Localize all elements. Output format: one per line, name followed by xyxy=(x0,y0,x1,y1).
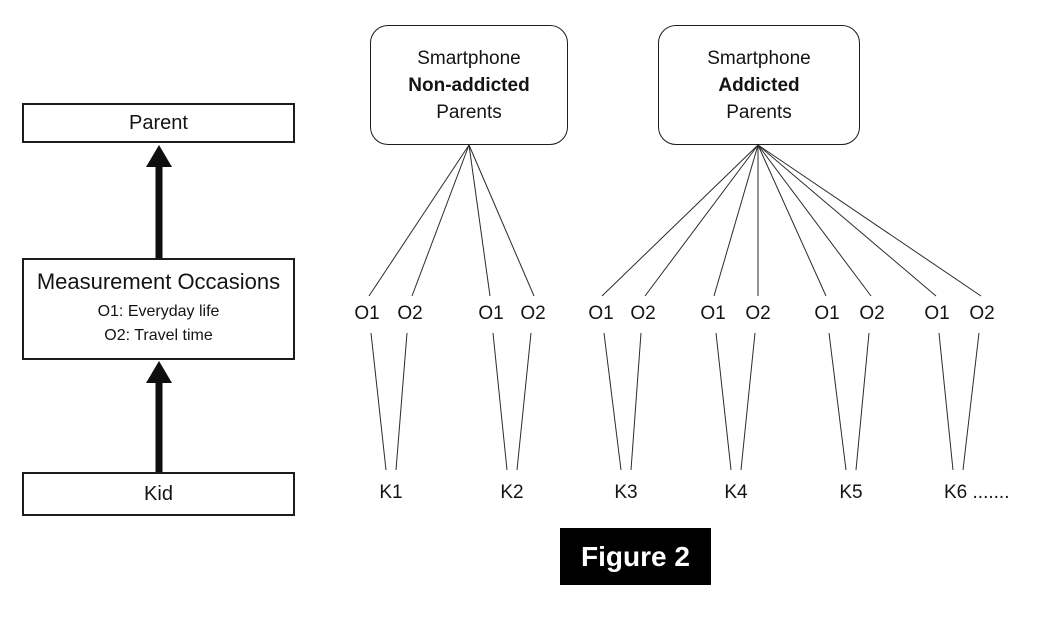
measurement-line-o1: O1: Everyday life xyxy=(97,303,220,320)
occasion-label-2: O2 xyxy=(397,303,423,324)
kid-box: Kid xyxy=(22,472,295,516)
kid-label-k1: K1 xyxy=(379,482,403,503)
arrow-measurement-to-parent xyxy=(146,145,172,259)
occasion-label-3: O1 xyxy=(478,303,504,324)
group-nonaddicted-line3: Parents xyxy=(436,101,502,123)
occasion-label-4: O2 xyxy=(520,303,546,324)
occasion-label-7: O1 xyxy=(700,303,726,324)
group-box-addicted: Smartphone Addicted Parents xyxy=(658,25,860,145)
figure-caption: Figure 2 xyxy=(560,528,711,585)
group-nonaddicted-line1: Smartphone xyxy=(417,47,521,69)
arrow-kid-to-measurement xyxy=(146,361,172,473)
group-addicted-line1: Smartphone xyxy=(707,47,811,69)
occasion-label-5: O1 xyxy=(588,303,614,324)
kid-label: Kid xyxy=(144,482,173,505)
figure-caption-text: Figure 2 xyxy=(581,540,690,572)
group-nonaddicted-line2: Non-addicted xyxy=(408,74,530,96)
group-addicted-line2: Addicted xyxy=(718,74,800,96)
fan-nonaddicted-lines xyxy=(368,144,535,297)
occasion-label-6: O2 xyxy=(630,303,656,324)
kid-label-k4: K4 xyxy=(724,482,748,503)
occasion-label-11: O1 xyxy=(924,303,950,324)
measurement-title: Measurement Occasions xyxy=(36,269,281,294)
group-box-nonaddicted: Smartphone Non-addicted Parents xyxy=(370,25,568,145)
kid-label-k2: K2 xyxy=(500,482,524,503)
kid-label-k5: K5 xyxy=(839,482,863,503)
measurement-occasions-box: Measurement Occasions O1: Everyday life … xyxy=(22,258,295,360)
parent-label: Parent xyxy=(129,111,188,134)
measurement-line-o2: O2: Travel time xyxy=(104,327,213,344)
kid-label-k6: K6 ....... xyxy=(944,482,1010,503)
occasion-label-8: O2 xyxy=(745,303,771,324)
occasion-label-10: O2 xyxy=(859,303,885,324)
parent-box: Parent xyxy=(22,103,295,143)
occasion-label-9: O1 xyxy=(814,303,840,324)
fan-addicted-lines xyxy=(601,144,982,297)
kid-label-k3: K3 xyxy=(614,482,638,503)
occasion-kid-lines xyxy=(370,332,980,471)
occasion-label-12: O2 xyxy=(969,303,995,324)
occasion-label-1: O1 xyxy=(354,303,380,324)
group-addicted-line3: Parents xyxy=(726,101,792,123)
